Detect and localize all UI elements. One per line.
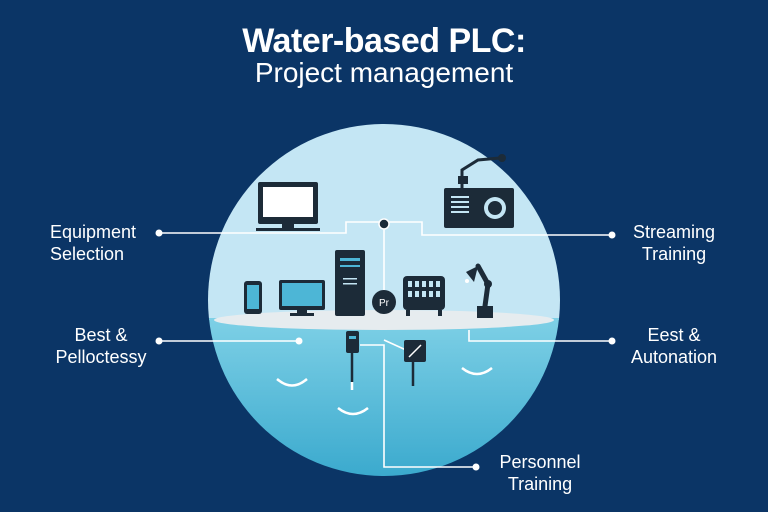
label-best-pelloctessy: Best & Pelloctessy [55, 325, 147, 367]
right-lower-connector [468, 330, 612, 342]
phone-icon [244, 281, 262, 314]
ripple-right [461, 366, 493, 376]
connector-dots [155, 229, 616, 471]
bottom-connector [360, 344, 476, 468]
server-tower-icon [335, 250, 365, 316]
label-streaming-training: Streaming Training [632, 222, 716, 264]
valve-connector [383, 339, 407, 351]
label-personnel-training: Personnel Training [499, 452, 581, 494]
ripple-left [276, 378, 308, 387]
monitor-icon [256, 182, 320, 231]
valve-box-icon [404, 340, 426, 386]
projector-icon [444, 154, 514, 228]
sensor-probe-icon [346, 331, 359, 390]
plc-controller-icon: Pr [372, 290, 396, 314]
title-line-1: Water-based PLC: [242, 22, 526, 60]
connector-lines [159, 221, 612, 468]
ripple-bottom [337, 406, 369, 416]
label-equipment-selection: Equipment Selection [50, 222, 137, 264]
small-monitor-icon [279, 280, 325, 316]
label-eest-autonation: Eest & Autonation [630, 325, 718, 367]
plc-rack-icon [403, 276, 445, 316]
title-line-2: Project management [254, 57, 514, 88]
robot-arm-icon [465, 263, 493, 318]
junction-node [378, 218, 390, 230]
svg-text:Pr: Pr [379, 298, 390, 309]
